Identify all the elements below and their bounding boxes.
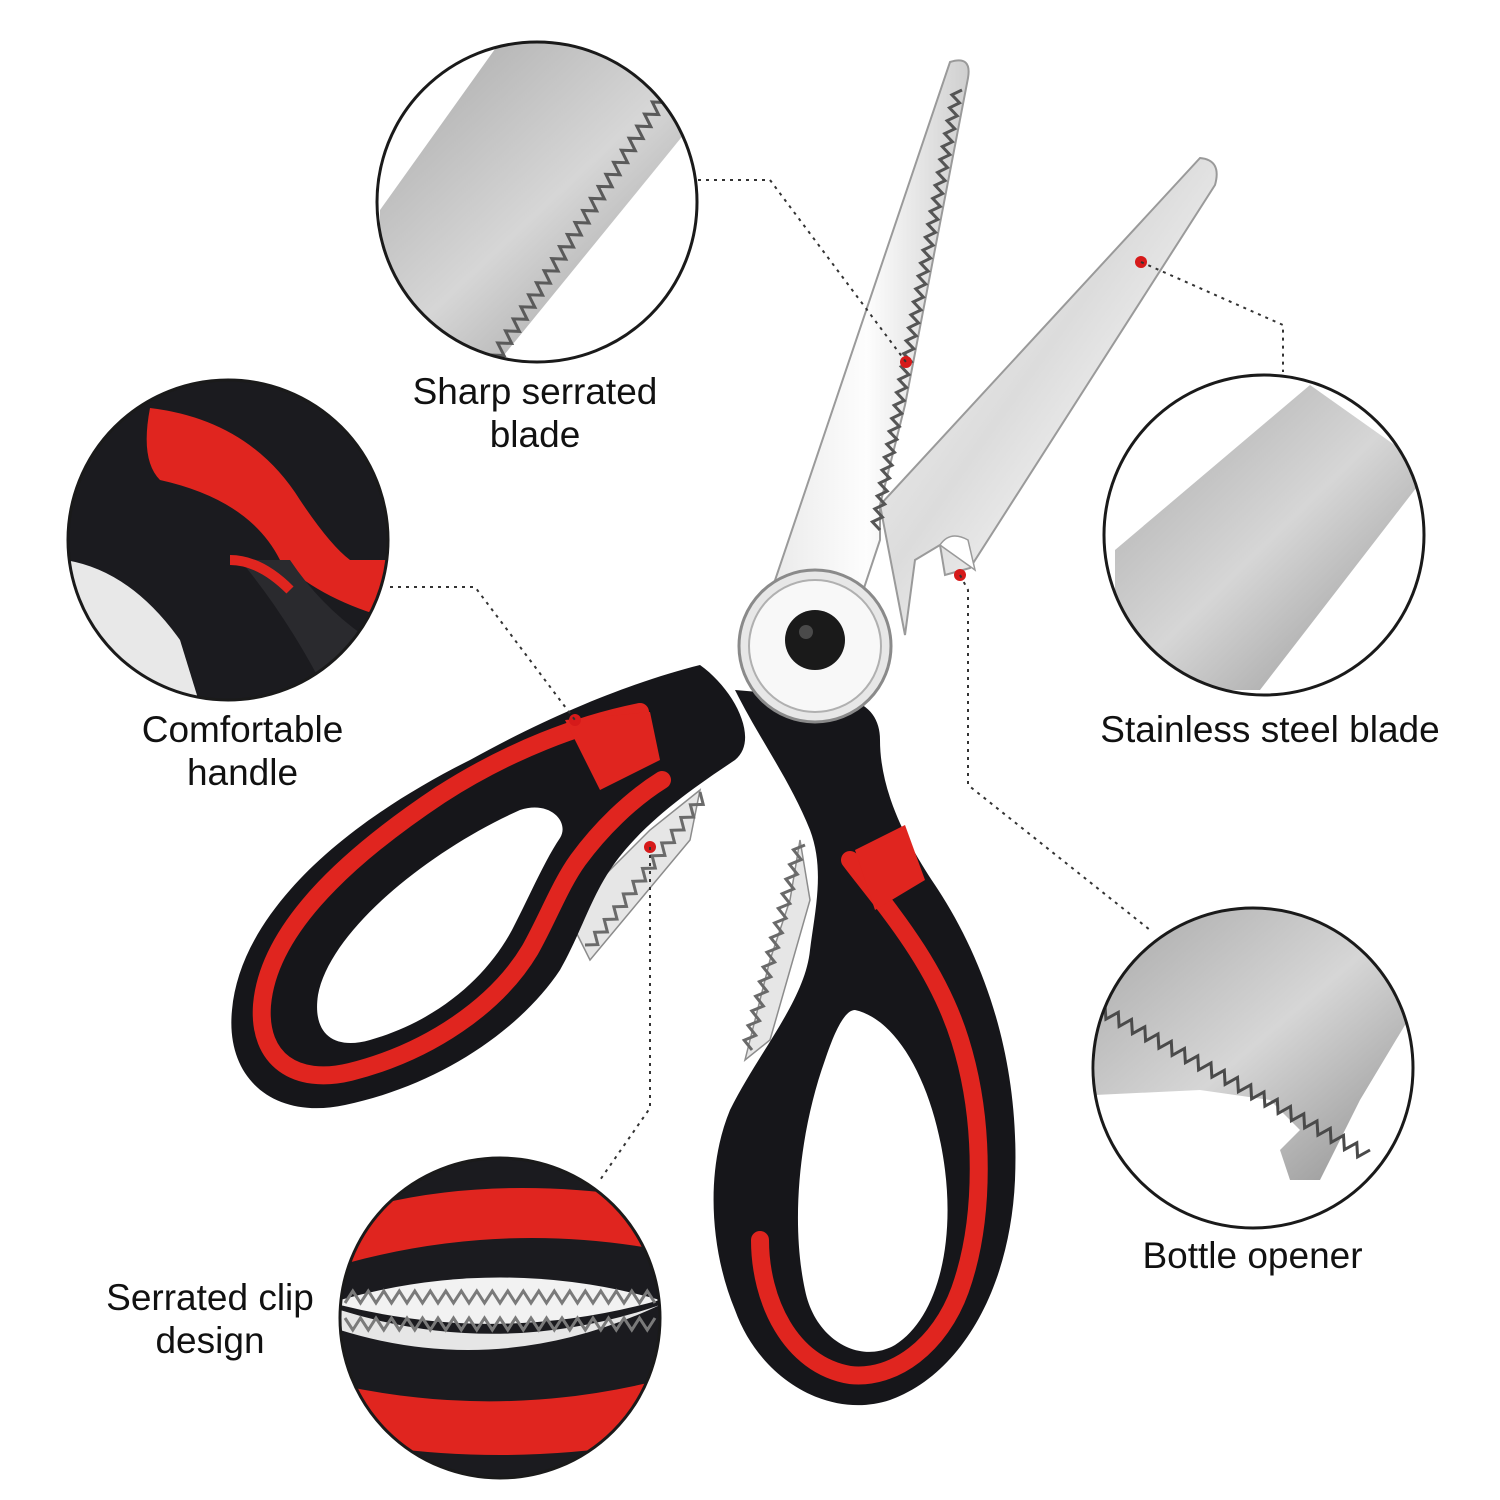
- handle-closeup-icon: [66, 378, 390, 702]
- marker-handle: [569, 714, 581, 726]
- callout-handle-line1: Comfortable: [141, 709, 344, 750]
- callout-handle: Comfortable handle: [100, 708, 385, 794]
- callout-clip: Serrated clip design: [80, 1276, 340, 1362]
- leader-steel-blade: [1140, 261, 1284, 372]
- clip-serration: [584, 791, 806, 1051]
- callout-serrated-blade-line2: blade: [489, 414, 581, 455]
- kitchen-scissors: [231, 59, 1218, 1406]
- leader-lines: [390, 179, 1284, 1181]
- callout-steel-blade: Stainless steel blade: [1070, 708, 1470, 751]
- left-handle: [231, 665, 746, 1109]
- serrated-blade: [763, 59, 970, 652]
- serration-teeth: [869, 88, 963, 532]
- serration-teeth: [741, 843, 806, 1051]
- callout-opener-line1: Bottle opener: [1142, 1235, 1363, 1276]
- callout-clip-line1: Serrated clip: [106, 1277, 314, 1318]
- marker-serrated-blade: [900, 356, 912, 368]
- serration-teeth: [1103, 1004, 1371, 1160]
- bottle-opener-closeup-icon: [1091, 906, 1415, 1230]
- leader-opener: [959, 574, 1151, 931]
- bottle-opener-notch: [938, 535, 977, 572]
- serration-teeth: [343, 1315, 657, 1333]
- callout-handle-line2: handle: [186, 752, 299, 793]
- serrated-blade-closeup-icon: [375, 40, 699, 364]
- serration-teeth: [489, 89, 669, 358]
- callout-clip-line2: design: [155, 1320, 265, 1361]
- serration-teeth: [584, 791, 706, 947]
- callout-opener: Bottle opener: [1110, 1234, 1395, 1277]
- steel-blade-closeup-icon: [1102, 373, 1426, 697]
- serrated-clip-closeup-icon: [338, 1156, 662, 1480]
- blade-serration: [869, 88, 963, 532]
- leader-serrated-blade: [698, 179, 907, 363]
- clip-steel-left: [574, 788, 702, 962]
- right-handle: [713, 690, 1016, 1406]
- callout-steel-blade-line1: Stainless steel blade: [1100, 709, 1440, 750]
- serration-teeth: [343, 1288, 657, 1306]
- callout-serrated-blade: Sharp serrated blade: [380, 370, 690, 456]
- pivot-screw: [737, 568, 893, 724]
- leader-handle: [390, 586, 576, 721]
- stainless-blade: [878, 156, 1218, 636]
- callout-serrated-blade-line1: Sharp serrated: [412, 371, 658, 412]
